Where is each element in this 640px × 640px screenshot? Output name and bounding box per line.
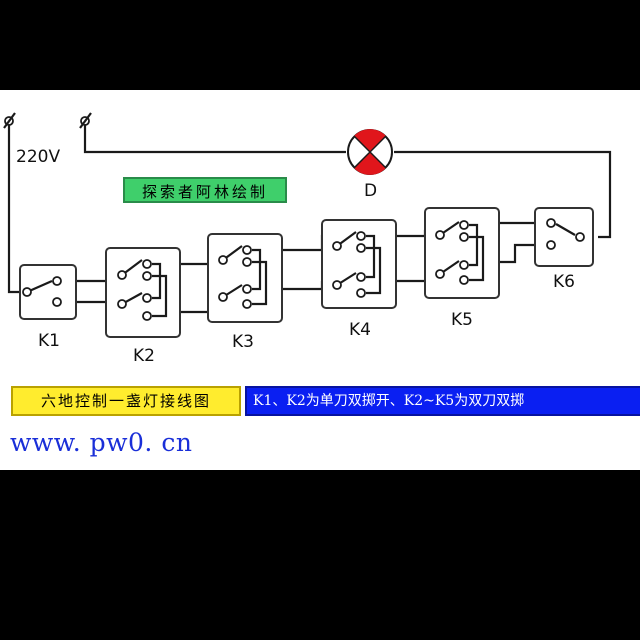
diagram-title: 六地控制一盏灯接线图 [11, 386, 241, 416]
switch-k3 [207, 233, 283, 323]
diagram-panel: 220V [0, 90, 640, 470]
switch-label-k3: K3 [232, 332, 254, 352]
author-label: 探索者阿林绘制 [123, 177, 287, 203]
switch-k5 [424, 207, 500, 299]
switch-label-k5: K5 [451, 310, 473, 330]
switch-label-k2: K2 [133, 346, 155, 366]
voltage-label: 220V [16, 147, 60, 167]
wire-supply-to-k1 [7, 125, 22, 294]
switch-note: K1、K2为单刀双掷开、K2~K5为双刀双掷 [245, 386, 640, 416]
lamp-icon [347, 129, 393, 175]
supply-terminal-left [3, 112, 16, 129]
switch-label-k1: K1 [38, 331, 60, 351]
switch-k1 [19, 264, 77, 320]
switch-k6 [534, 207, 594, 267]
wire-lamp-to-k6 [394, 150, 612, 239]
switch-label-k6: K6 [553, 272, 575, 292]
wiring-diagram: 220V [3, 112, 612, 366]
supply-terminal-right [79, 112, 92, 129]
lamp-label: D [364, 181, 377, 201]
wire-supply-to-lamp [83, 125, 346, 154]
switch-k4 [321, 219, 397, 309]
switch-label-k4: K4 [349, 320, 371, 340]
switch-k2 [105, 247, 181, 338]
website-link[interactable]: www. pw0. cn [10, 428, 193, 457]
